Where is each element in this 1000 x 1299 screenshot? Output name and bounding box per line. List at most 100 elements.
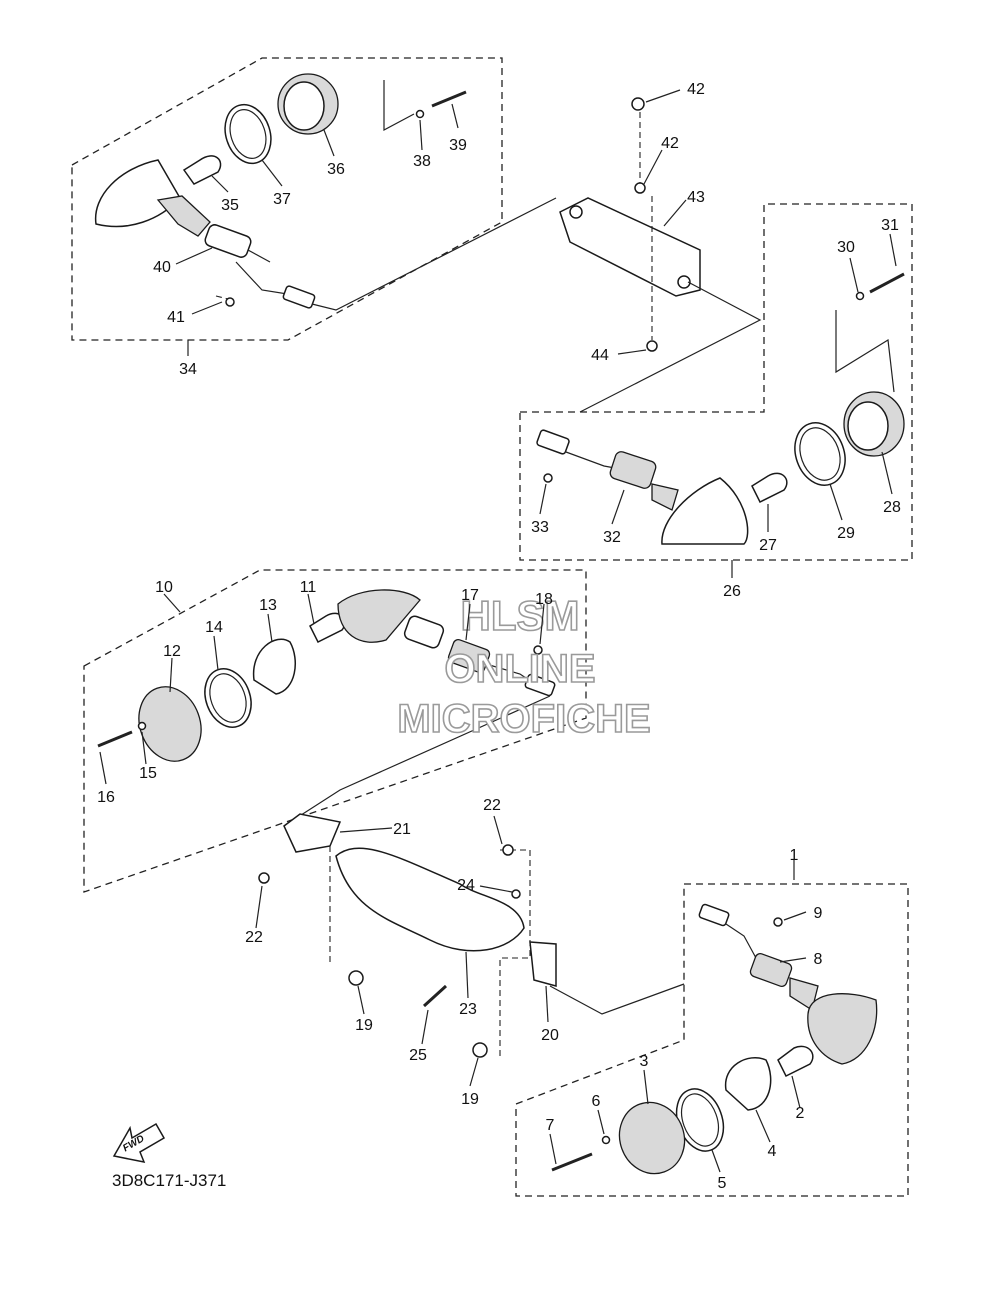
leader-11 (307, 593, 315, 625)
leader-35 (211, 175, 229, 193)
leader-30 (849, 257, 859, 293)
leader-15 (141, 731, 147, 765)
leader-21 (339, 827, 393, 833)
bolt-22a (502, 844, 514, 856)
nut-19a (348, 970, 364, 986)
callout-39: 39 (449, 137, 467, 154)
rim-36-inner (283, 81, 325, 131)
signal-body-32 (609, 451, 657, 489)
lens-27-housing (661, 477, 749, 545)
callout-27: 27 (759, 537, 777, 554)
screw-39 (431, 90, 467, 108)
callout-14: 14 (205, 619, 223, 636)
bolt-44 (646, 340, 658, 352)
leader-33 (539, 483, 547, 515)
screw-25 (422, 984, 448, 1008)
screw-16 (97, 730, 133, 748)
connector-26 (536, 429, 570, 455)
assembly-34 (71, 57, 503, 341)
callout-11: 11 (300, 579, 317, 596)
bulb-35 (182, 155, 222, 185)
bulb-27 (751, 472, 788, 504)
lens-11-housing (337, 589, 421, 643)
link-34-43 (311, 197, 557, 311)
callout-43: 43 (687, 189, 705, 206)
bracket-43 (559, 197, 701, 297)
assembly-26-outline (519, 203, 913, 561)
callout-4: 4 (768, 1143, 777, 1160)
callout-19b: 19 (461, 1091, 479, 1108)
assembly-10 (83, 569, 587, 893)
callout-2: 2 (796, 1105, 805, 1122)
callout-1: 1 (790, 847, 799, 864)
ring-29 (794, 422, 846, 486)
cap-13 (252, 638, 297, 695)
callout-40: 40 (153, 259, 171, 276)
callout-42b: 42 (661, 135, 679, 152)
callout-31: 31 (881, 217, 899, 234)
callout-13: 13 (259, 597, 277, 614)
leader-8 (779, 957, 807, 963)
washer-15 (137, 721, 147, 731)
assembly-34-outline (71, 57, 503, 341)
stalk-10 (403, 615, 445, 649)
connector-10 (524, 673, 556, 697)
screw-18 (533, 645, 543, 655)
callout-37: 37 (273, 191, 291, 208)
nut-42a (631, 97, 645, 111)
leader-19a-label (357, 985, 365, 1015)
leader-25 (421, 1009, 429, 1045)
watermark-line3: MICROFICHE (397, 697, 650, 741)
callout-44: 44 (591, 347, 609, 364)
leader-28 (881, 451, 893, 495)
bolt-22b (258, 872, 270, 884)
callout-10: 10 (155, 579, 173, 596)
nut-42b (634, 182, 646, 194)
ring-5-inner (680, 1093, 720, 1147)
ring-14-inner (209, 673, 247, 723)
link-43-26 (579, 281, 762, 413)
callout-33: 33 (531, 519, 549, 536)
callout-34: 34 (179, 361, 197, 378)
callout-25: 25 (409, 1047, 427, 1064)
screw-41 (225, 297, 235, 307)
lens-cover-3 (618, 1101, 686, 1175)
callout-numbers: 1 2 3 4 5 6 7 8 9 10 11 12 13 14 15 16 1… (97, 81, 901, 1192)
bracket-20 (529, 941, 557, 987)
ring-14 (204, 668, 252, 728)
leader-42a-label (645, 89, 681, 103)
stalk-32 (651, 483, 679, 511)
leader-9 (783, 911, 807, 921)
ring-37 (224, 103, 272, 165)
leader-2 (791, 1075, 801, 1109)
leader-39 (451, 103, 459, 129)
leader-41 (191, 301, 223, 315)
assembly-26 (519, 203, 913, 561)
leader-23 (465, 951, 469, 999)
screw-7 (551, 1152, 593, 1172)
callout-24: 24 (457, 877, 475, 894)
leader-44-label (617, 349, 647, 355)
callout-20: 20 (541, 1027, 559, 1044)
callout-19a: 19 (355, 1017, 373, 1034)
leader-13 (267, 613, 273, 643)
leader-17 (465, 603, 471, 641)
leader-22b (255, 885, 263, 929)
cover-23 (335, 847, 525, 952)
callout-41: 41 (167, 309, 185, 326)
leader-19b (499, 849, 531, 1060)
callout-21: 21 (393, 821, 411, 838)
leader-20 (545, 985, 549, 1023)
leader-19b-label (469, 1057, 479, 1087)
callout-35: 35 (221, 197, 239, 214)
bracket-43-hole-b (677, 275, 691, 289)
leader-16 (99, 751, 107, 785)
leader-6 (597, 1109, 605, 1135)
leader-43 (663, 199, 687, 227)
leader-7 (549, 1133, 557, 1165)
leader-40 (175, 247, 213, 265)
leader-36 (323, 129, 335, 157)
watermark-line2: ONLINE (444, 647, 595, 691)
screw-9 (773, 917, 783, 927)
